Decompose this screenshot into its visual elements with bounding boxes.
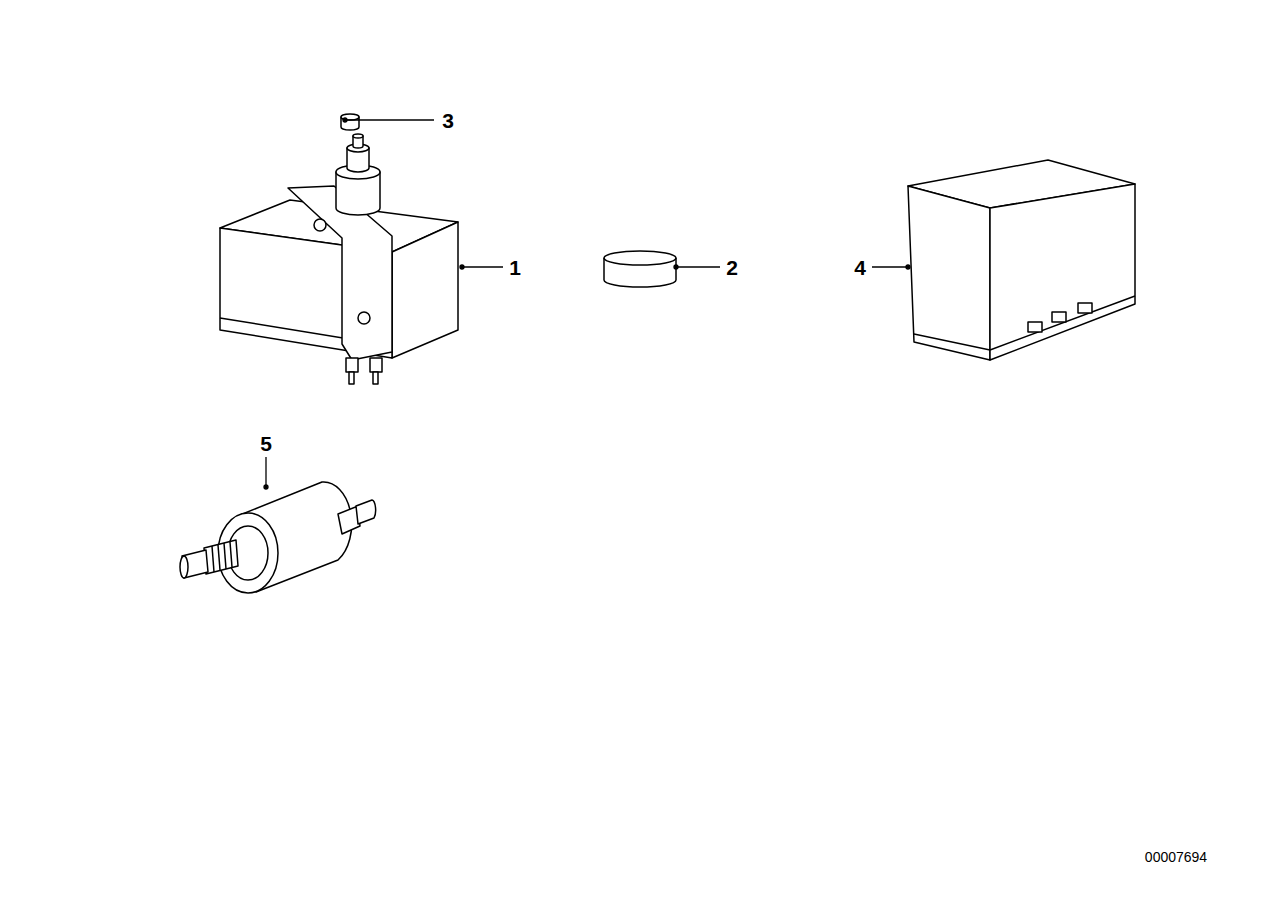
leader-line bbox=[462, 266, 503, 267]
callout-number: 5 bbox=[260, 433, 272, 454]
relay-box bbox=[908, 160, 1135, 360]
switch-housing bbox=[220, 134, 458, 384]
drawing-number: 00007694 bbox=[1145, 850, 1207, 864]
leader-line bbox=[345, 119, 434, 120]
callout-number: 1 bbox=[509, 257, 521, 278]
leader-dot bbox=[264, 485, 268, 489]
callout-number: 4 bbox=[854, 257, 866, 278]
callout-number: 3 bbox=[442, 110, 454, 131]
cap bbox=[341, 114, 359, 130]
leader-line bbox=[676, 266, 720, 267]
leader-dot bbox=[460, 265, 464, 269]
leader-dot bbox=[906, 265, 910, 269]
leader-line bbox=[265, 457, 266, 487]
solenoid bbox=[180, 482, 376, 593]
leader-dot bbox=[674, 265, 678, 269]
leader-dot bbox=[343, 118, 347, 122]
sleeve bbox=[604, 251, 676, 287]
leader-line bbox=[872, 266, 908, 267]
callout-number: 2 bbox=[726, 257, 738, 278]
